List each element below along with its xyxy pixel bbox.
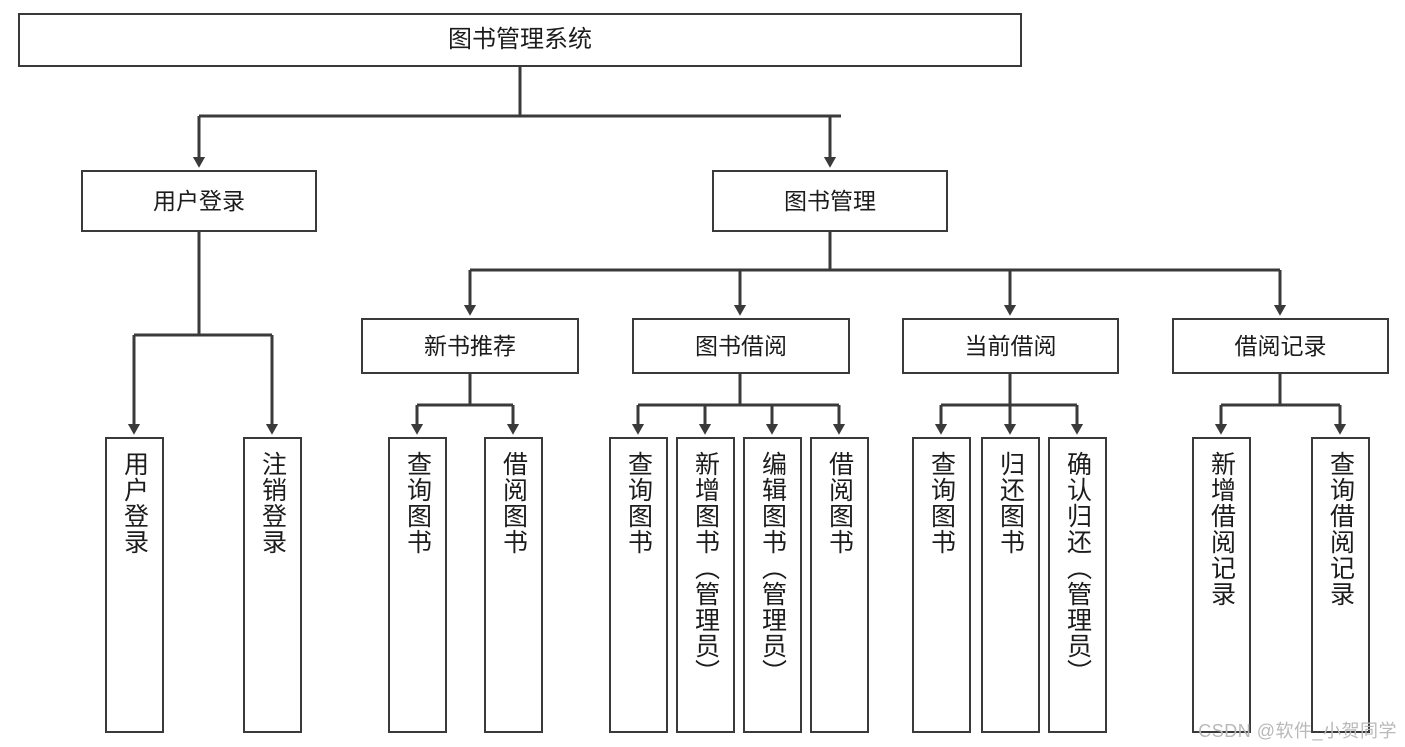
node-label: 新书推荐 bbox=[424, 332, 516, 359]
leaf-record-query-record[interactable]: 查询借阅记录 bbox=[1311, 437, 1370, 733]
leaf-label: 用户登录 bbox=[120, 451, 149, 555]
node-label: 图书管理 bbox=[784, 187, 876, 214]
leaf-borrow-borrow-book[interactable]: 借阅图书 bbox=[810, 437, 869, 733]
node-root-system[interactable]: 图书管理系统 bbox=[18, 13, 1022, 67]
leaf-label: 确认归还（管理员） bbox=[1063, 451, 1092, 685]
leaf-record-add-record[interactable]: 新增借阅记录 bbox=[1192, 437, 1251, 733]
leaf-label: 注销登录 bbox=[258, 451, 287, 555]
node-borrow-record[interactable]: 借阅记录 bbox=[1172, 318, 1389, 374]
leaf-recommend-borrow-book[interactable]: 借阅图书 bbox=[484, 437, 543, 733]
leaf-label: 编辑图书（管理员） bbox=[758, 451, 787, 685]
node-book-management[interactable]: 图书管理 bbox=[712, 170, 948, 232]
leaf-label: 借阅图书 bbox=[499, 451, 528, 555]
leaf-label: 新增图书（管理员） bbox=[691, 451, 720, 685]
leaf-label: 查询图书 bbox=[927, 451, 956, 555]
leaf-borrow-add-book-admin[interactable]: 新增图书（管理员） bbox=[676, 437, 735, 733]
node-label: 借阅记录 bbox=[1234, 332, 1327, 359]
leaf-user-login[interactable]: 用户登录 bbox=[105, 437, 164, 733]
leaf-borrow-query-book[interactable]: 查询图书 bbox=[609, 437, 668, 733]
leaf-borrow-edit-book-admin[interactable]: 编辑图书（管理员） bbox=[743, 437, 802, 733]
node-label: 当前借阅 bbox=[964, 332, 1057, 359]
leaf-label: 新增借阅记录 bbox=[1207, 451, 1236, 607]
node-book-borrow[interactable]: 图书借阅 bbox=[632, 318, 850, 374]
leaf-label: 查询借阅记录 bbox=[1326, 451, 1355, 607]
node-label: 用户登录 bbox=[153, 187, 245, 214]
leaf-current-confirm-return-admin[interactable]: 确认归还（管理员） bbox=[1048, 437, 1107, 733]
node-label: 图书管理系统 bbox=[448, 26, 592, 53]
node-label: 图书借阅 bbox=[695, 332, 787, 359]
node-current-borrow[interactable]: 当前借阅 bbox=[902, 318, 1119, 374]
watermark: CSDN @软件_小贺同学 bbox=[1198, 721, 1397, 741]
node-new-book-recommend[interactable]: 新书推荐 bbox=[361, 318, 579, 374]
leaf-recommend-query-book[interactable]: 查询图书 bbox=[388, 437, 447, 733]
leaf-label: 查询图书 bbox=[624, 451, 653, 555]
leaf-user-logout[interactable]: 注销登录 bbox=[243, 437, 302, 733]
leaf-label: 借阅图书 bbox=[825, 451, 854, 555]
leaf-current-return-book[interactable]: 归还图书 bbox=[981, 437, 1040, 733]
leaf-label: 归还图书 bbox=[996, 451, 1025, 555]
node-user-login[interactable]: 用户登录 bbox=[81, 170, 317, 232]
leaf-label: 查询图书 bbox=[403, 451, 432, 555]
leaf-current-query-book[interactable]: 查询图书 bbox=[912, 437, 971, 733]
